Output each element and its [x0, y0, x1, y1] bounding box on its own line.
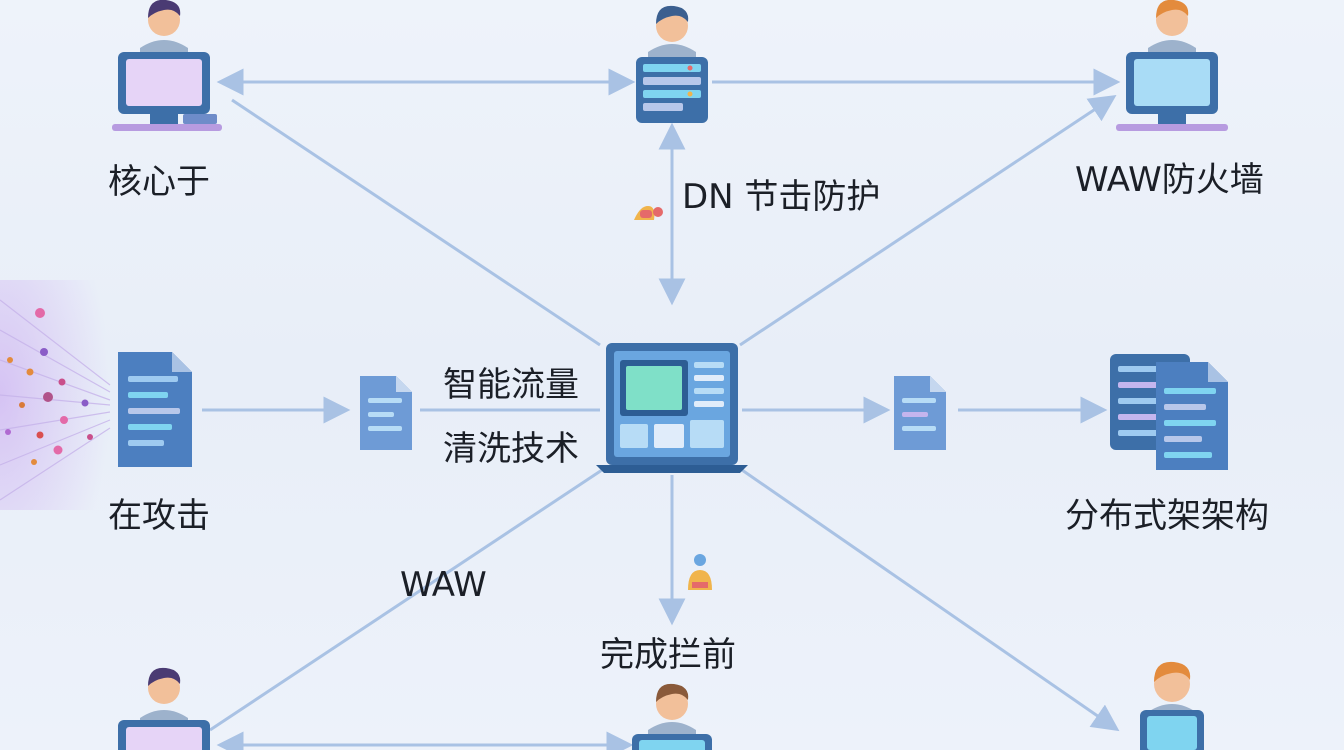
- document-icon-left: [118, 352, 192, 467]
- user-computer-icon-top-right: [1116, 0, 1228, 131]
- traffic-cleaning-console-icon: [596, 343, 748, 473]
- edge-center-bottomleft: [209, 468, 603, 732]
- connections: [202, 68, 1121, 750]
- shield-icon: [634, 206, 663, 220]
- edge-center-bottomright: [741, 468, 1120, 732]
- user-server-icon-top-mid: [636, 5, 708, 123]
- label-smart-traffic: 智能流量: [443, 365, 579, 405]
- user-computer-icon-bottom-left: [118, 667, 210, 750]
- label-core: 核心于: [108, 162, 210, 202]
- small-user-icon: [688, 554, 712, 590]
- label-dn-protection: DN 节击防护: [682, 177, 881, 217]
- document-icon-small-left: [360, 376, 412, 450]
- edge-center-topright: [739, 95, 1117, 347]
- attack-particles: [0, 280, 111, 510]
- user-computer-icon-bottom-right: [1140, 661, 1204, 750]
- document-icon-small-right: [894, 376, 946, 450]
- user-computer-icon-top-left: [112, 0, 222, 131]
- stacked-documents-icon: [1110, 354, 1228, 470]
- user-computer-icon-bottom-mid: [632, 683, 712, 750]
- label-attack: 在攻击: [108, 496, 210, 536]
- label-waw-firewall: WAW防火墙: [1075, 160, 1264, 200]
- label-distributed-architecture: 分布式架架构: [1065, 496, 1269, 536]
- edge-topleft-center: [231, 98, 601, 347]
- label-cleaning-tech: 清洗技术: [443, 429, 579, 469]
- label-intercept: 完成拦前: [600, 635, 736, 675]
- label-waw: WAW: [400, 565, 487, 605]
